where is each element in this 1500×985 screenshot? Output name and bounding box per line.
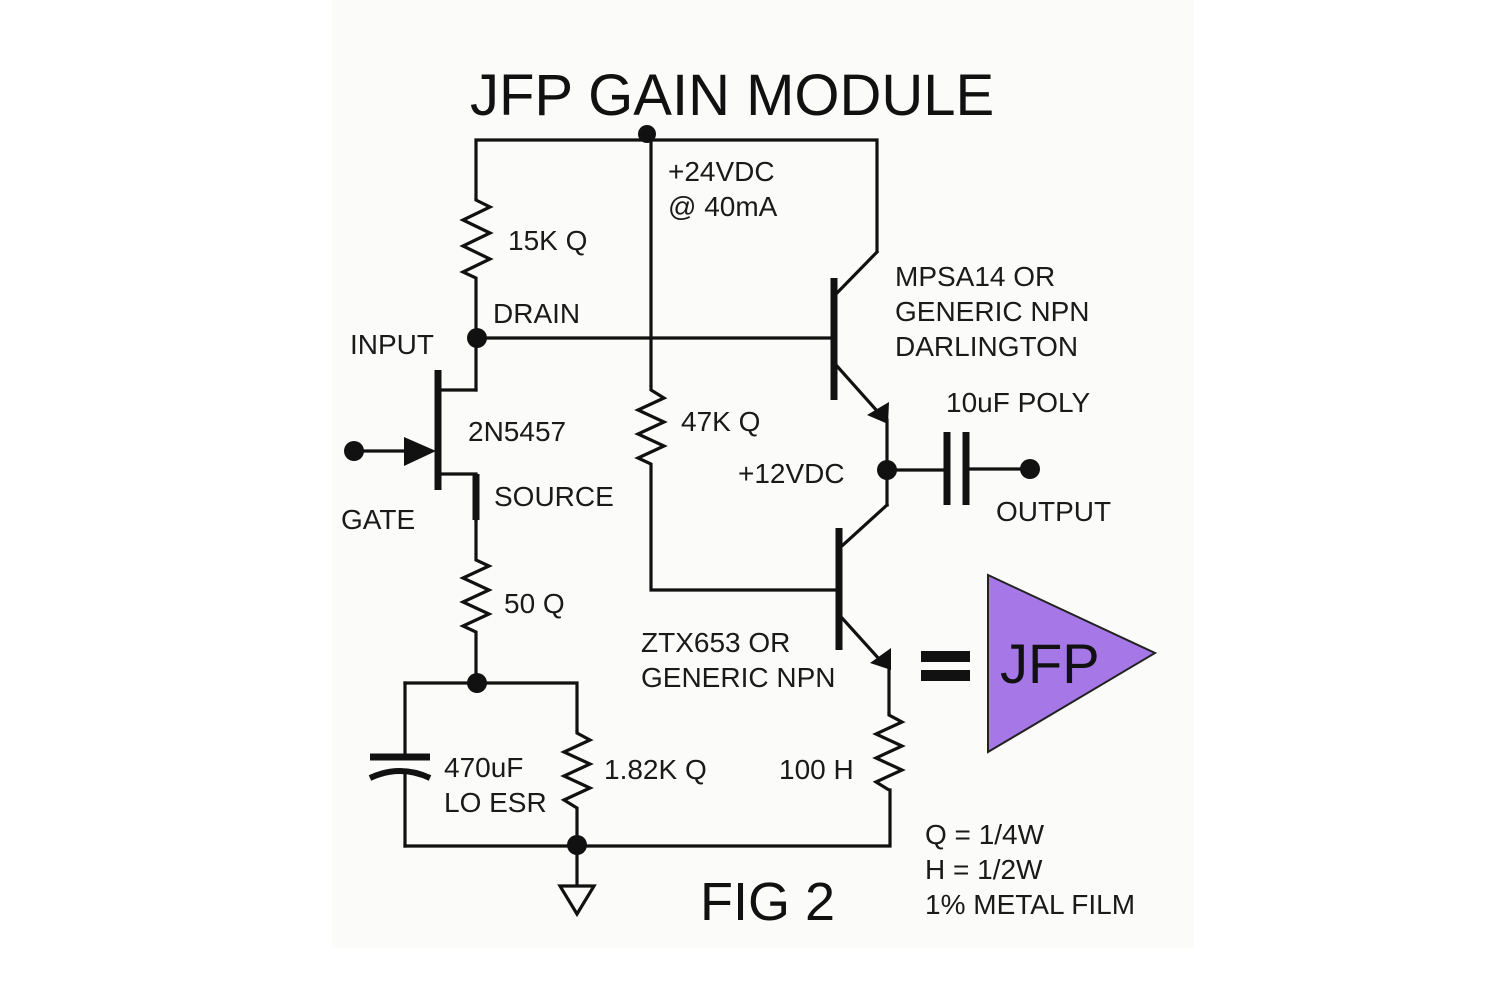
r-drain-label: 15K Q [508,225,587,256]
r-bypass-label: 1.82K Q [604,754,707,785]
cap-470-plate-curved [368,768,432,781]
q-lower-emitter-arrow-icon [870,648,891,670]
q-lower-label-2: GENERIC NPN [641,662,835,693]
q-upper-label-3: DARLINGTON [895,331,1078,362]
resistor-100 [872,712,906,792]
cap-output-label: 10uF POLY [946,387,1091,418]
drain-label: DRAIN [493,298,580,329]
resistor-15k [459,198,494,338]
jfet-part-label: 2N5457 [468,416,566,447]
resistor-1k82 [560,730,594,846]
q-upper-emitter-arrow-icon [867,402,889,424]
q-lower-collector [840,502,890,548]
q-upper-label-2: GENERIC NPN [895,296,1089,327]
midpoint-voltage-label: +12VDC [738,458,845,489]
output-label: OUTPUT [996,496,1111,527]
resistor-50 [459,520,493,683]
equals-bar-top [921,651,970,662]
q-lower-label-1: ZTX653 OR [641,627,790,658]
diagram-title: JFP GAIN MODULE [470,63,994,128]
input-label: INPUT [350,329,434,360]
equals-bar-bottom [921,670,970,681]
resistor-47k [634,385,836,592]
bypass-top-wire [403,681,579,732]
r-source-label: 50 Q [504,588,565,619]
cap-bypass-type-label: LO ESR [444,787,547,818]
cap-bypass-value-label: 470uF [444,752,523,783]
gate-arrow-icon [404,437,436,466]
q-upper-emitter [833,362,881,415]
q-upper-collector [833,249,880,297]
jfp-amplifier-icon [987,573,1158,754]
r-emitter-label: 100 H [779,754,854,785]
q-lower-emitter [839,615,883,663]
ground-rail [403,788,892,848]
ground-icon [557,884,597,918]
q-upper-label-1: MPSA14 OR [895,261,1055,292]
r-bias-label: 47K Q [681,406,760,437]
gate-label: GATE [341,504,415,535]
note-q: Q = 1/4W [925,819,1045,850]
jfet-source-stub [438,472,478,522]
figure-label: FIG 2 [700,872,835,932]
supply-rail [474,138,879,252]
note-tolerance: 1% METAL FILM [925,889,1135,920]
supply-voltage-label: +24VDC [668,156,775,187]
source-label: SOURCE [494,481,614,512]
output-terminal[interactable] [1020,459,1040,479]
supply-current-label: @ 40mA [668,191,778,222]
note-h: H = 1/2W [925,854,1043,885]
input-terminal[interactable] [344,441,364,461]
jfp-symbol-label: JFP [1000,632,1100,695]
